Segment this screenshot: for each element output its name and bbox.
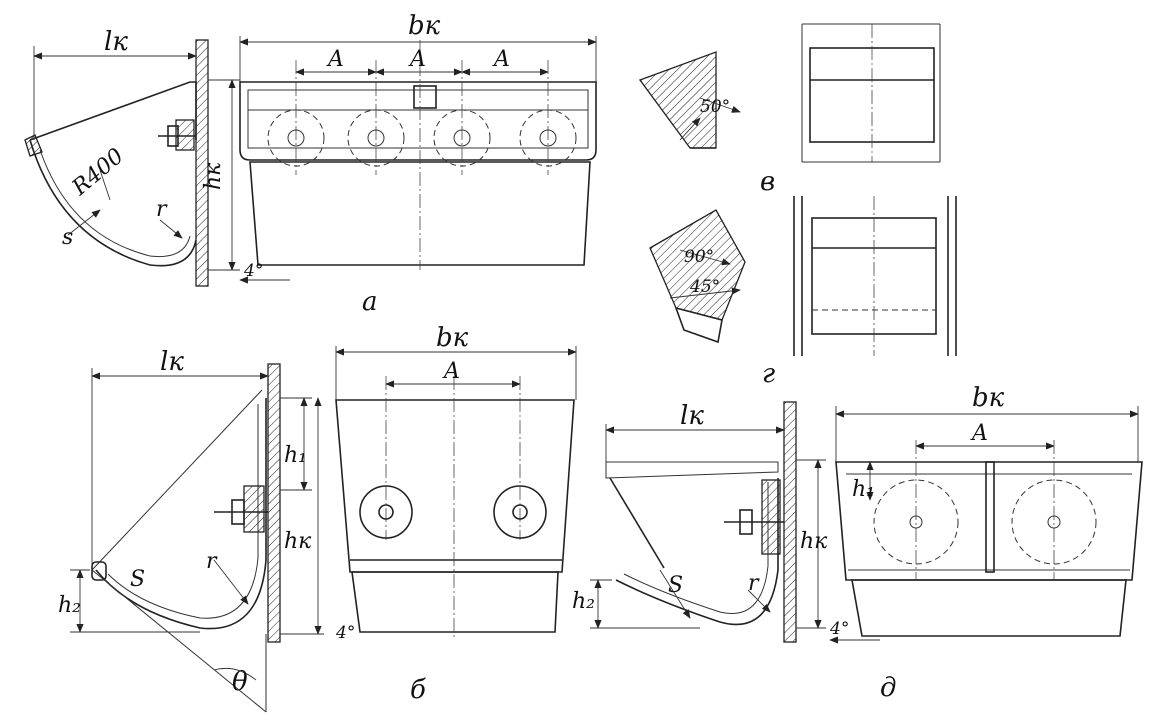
label-lk-a: lк <box>104 27 128 57</box>
label-r-a: r <box>156 197 168 222</box>
label-r-d: r <box>748 571 760 596</box>
label-S-b: S <box>130 567 145 592</box>
label-4deg-d: 4° <box>829 619 849 639</box>
label-A-a1: A <box>326 47 344 72</box>
label-45deg: 45° <box>689 277 720 297</box>
bolt-flange-a <box>175 119 195 151</box>
label-bk-a: bк <box>408 11 441 41</box>
labels: lк bк A A A hк R400 s r 4° а 50° в 90° 4… <box>58 11 1005 705</box>
caption-a: а <box>362 287 378 317</box>
label-r400: R400 <box>67 144 129 201</box>
label-lk-b: lк <box>160 347 184 377</box>
label-hk-a: hк <box>201 162 226 190</box>
label-r-b: r <box>206 549 218 574</box>
label-s-a: s <box>62 225 73 250</box>
label-A-d: A <box>970 421 988 446</box>
label-A-a3: A <box>492 47 510 72</box>
caption-b: б <box>410 675 426 705</box>
label-theta: θ <box>232 667 248 697</box>
label-S-d: S <box>668 573 683 598</box>
label-bk-d: bк <box>972 383 1005 413</box>
view-b-front <box>335 346 577 640</box>
caption-d: д <box>880 673 896 703</box>
caption-v: в <box>760 167 775 197</box>
caption-g: г <box>762 359 775 389</box>
label-A-b: A <box>442 359 460 384</box>
label-h1-d: h₁ <box>852 477 875 502</box>
label-h1-b: h₁ <box>284 443 307 468</box>
label-50deg: 50° <box>700 97 730 117</box>
label-4deg-b: 4° <box>335 623 355 643</box>
view-d-front <box>829 406 1143 644</box>
label-hk-d: hк <box>800 529 828 554</box>
view-d-side <box>590 401 826 643</box>
view-a-front <box>239 36 597 270</box>
wall-b <box>267 363 281 643</box>
view-g <box>649 196 957 356</box>
label-h2-d: h₂ <box>572 589 595 614</box>
label-h2-b: h₂ <box>58 593 81 618</box>
view-v <box>638 23 941 163</box>
label-90deg: 90° <box>684 247 714 267</box>
label-lk-d: lк <box>680 401 704 431</box>
view-b-side <box>70 363 324 713</box>
wall-d <box>783 401 797 643</box>
wall-a <box>195 39 209 287</box>
label-4deg-a: 4° <box>243 261 263 281</box>
view-a-side <box>24 39 290 287</box>
label-hk-b: hк <box>284 529 312 554</box>
label-bk-b: bк <box>436 323 469 353</box>
label-A-a2: A <box>408 47 426 72</box>
